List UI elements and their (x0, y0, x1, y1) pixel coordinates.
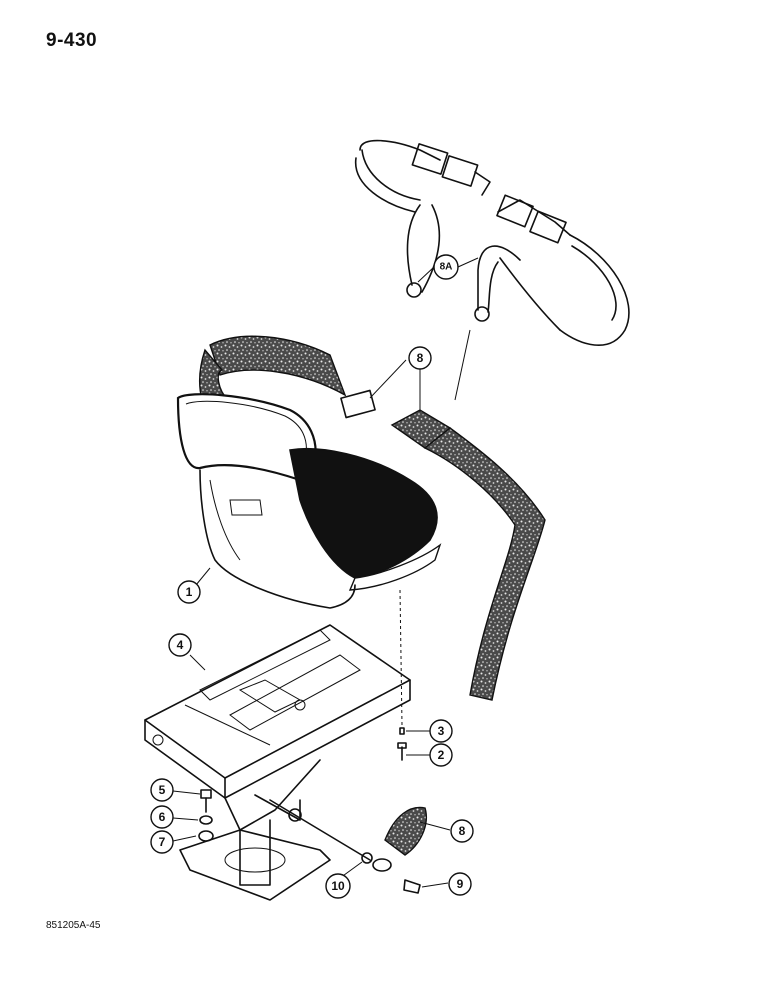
callout-6: 6 (150, 805, 174, 829)
callout-1: 1 (177, 580, 201, 604)
svg-text:4: 4 (177, 638, 184, 652)
callout-8a: 8A (433, 254, 459, 280)
seat-base (179, 759, 371, 901)
callout-7: 7 (150, 830, 174, 854)
callout-10: 10 (325, 873, 351, 899)
svg-text:3: 3 (438, 724, 445, 738)
callout-4: 4 (168, 633, 192, 657)
callout-3: 3 (429, 719, 453, 743)
svg-text:8: 8 (459, 824, 466, 838)
svg-text:7: 7 (159, 835, 166, 849)
svg-text:10: 10 (331, 879, 345, 893)
svg-text:1: 1 (186, 585, 193, 599)
seat-slide-frame (144, 624, 411, 799)
callout-5: 5 (150, 778, 174, 802)
figure-code: 851205A-45 (46, 920, 101, 931)
svg-text:2: 2 (438, 748, 445, 762)
lap-belt (199, 335, 546, 701)
page-number: 9-430 (46, 30, 98, 51)
svg-text:5: 5 (159, 783, 166, 797)
shoulder-belt (355, 139, 630, 401)
svg-text:9: 9 (457, 877, 464, 891)
seat (176, 393, 442, 609)
callout-2: 2 (429, 743, 453, 767)
svg-text:8A: 8A (440, 262, 453, 273)
callout-9: 9 (448, 872, 472, 896)
callout-8-bottom: 8 (450, 819, 474, 843)
callout-8-top: 8 (408, 346, 432, 370)
svg-text:6: 6 (159, 810, 166, 824)
hardware (198, 727, 427, 894)
svg-text:8: 8 (417, 351, 424, 365)
